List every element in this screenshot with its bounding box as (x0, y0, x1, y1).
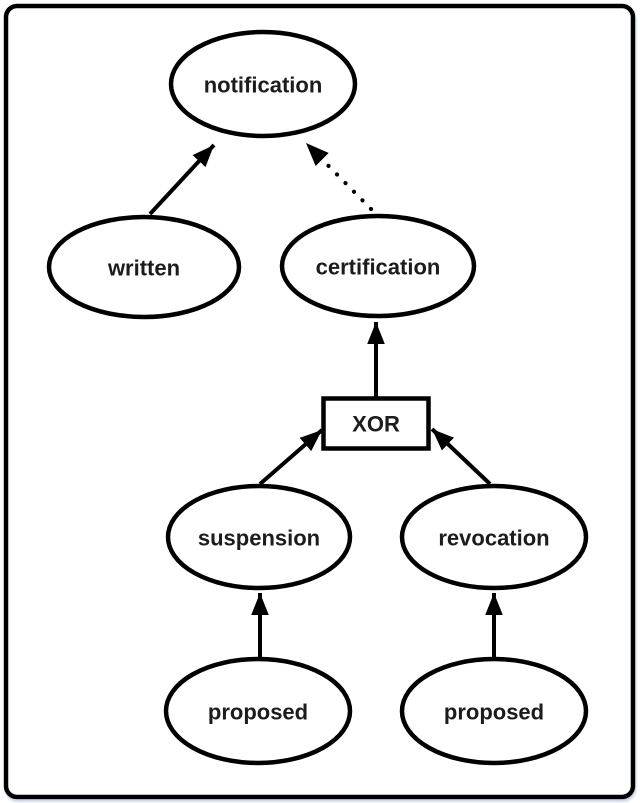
node-proposed-right (399, 656, 589, 766)
edge-revocation-to-xor (430, 427, 492, 486)
node-notification (168, 29, 358, 139)
nodes-layer (46, 29, 589, 766)
node-revocation (399, 483, 589, 591)
node-written (46, 214, 242, 320)
node-xor-label: XOR (352, 412, 400, 437)
labels-layer: notification written certification XOR s… (107, 73, 550, 725)
node-notification-label: notification (204, 73, 323, 98)
node-proposed-right-label: proposed (444, 700, 544, 725)
node-proposed-left-label: proposed (208, 700, 308, 725)
node-suspension (165, 483, 353, 591)
edges-layer (148, 140, 503, 659)
node-suspension-label: suspension (198, 526, 320, 551)
edge-suspension-to-xor (258, 428, 324, 486)
node-proposed-left (163, 656, 353, 766)
node-written-label: written (107, 256, 180, 281)
node-certification-label: certification (316, 255, 441, 280)
diagram-border (3, 3, 636, 800)
node-revocation-label: revocation (438, 526, 549, 551)
edge-written-to-notification (148, 143, 216, 216)
node-certification (279, 213, 477, 319)
edge-certification-to-notification-dotted (303, 140, 374, 212)
node-xor (321, 396, 431, 451)
